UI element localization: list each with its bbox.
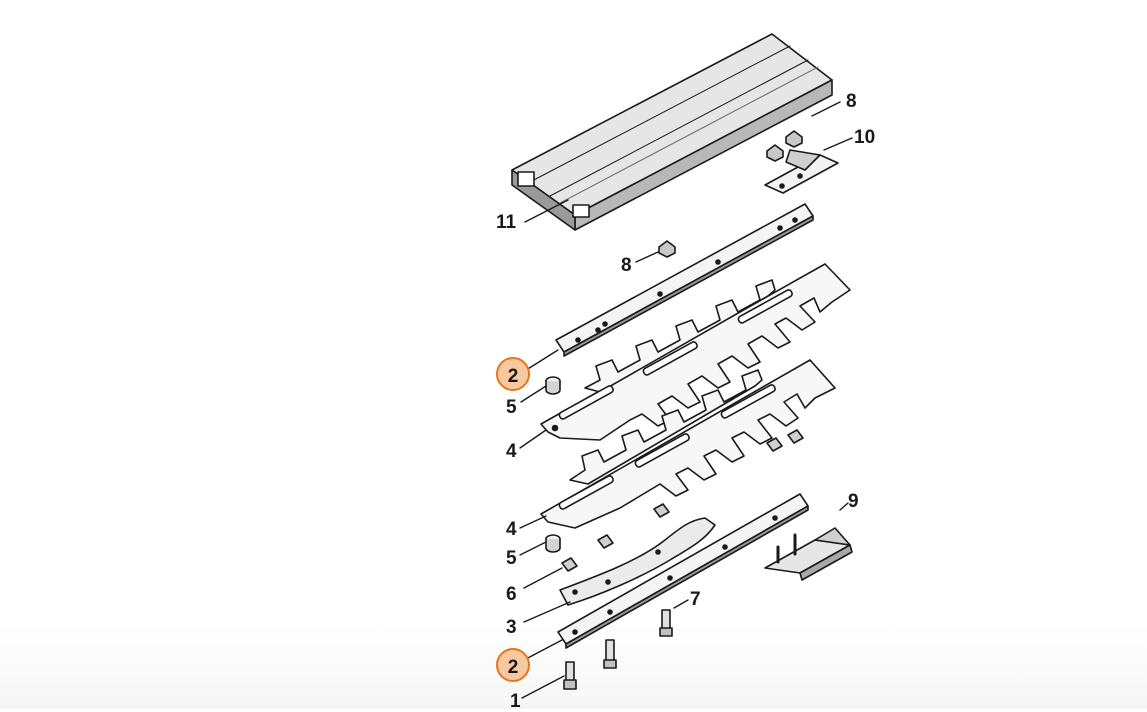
nut-part: [658, 130, 803, 258]
lower-cutting-blade-part: [540, 359, 836, 529]
part-label-4-lower: 4: [506, 519, 517, 540]
leader-lines: [519, 101, 853, 699]
part-label-5-upper: 5: [506, 397, 517, 418]
part-label-1: 1: [510, 691, 521, 712]
part-label-2-upper-highlighted[interactable]: 2: [496, 357, 530, 391]
upper-spacer-bar-part: [555, 203, 814, 357]
guide-plate-part: [559, 517, 716, 606]
blade-guard-part: [511, 33, 833, 231]
part-label-9: 9: [848, 491, 859, 512]
lower-spacer-bar-part: [557, 493, 809, 649]
stud-bracket-part: [764, 527, 853, 581]
part-label-6: 6: [506, 584, 517, 605]
part-label-10: 10: [854, 127, 876, 148]
part-label-7: 7: [690, 589, 701, 610]
bracket-part: [764, 149, 839, 194]
upper-cutting-blade-part: [540, 263, 851, 441]
part-label-8-mid: 8: [621, 255, 632, 276]
part-label-8-top: 8: [846, 91, 857, 112]
part-label-4-upper: 4: [506, 441, 517, 462]
part-label-2-lower-highlighted[interactable]: 2: [496, 648, 530, 682]
cap-part: [545, 376, 561, 553]
part-label-5-lower: 5: [506, 548, 517, 569]
part-label-3: 3: [506, 617, 517, 638]
screw-part: [563, 609, 673, 690]
part-label-11: 11: [496, 212, 517, 233]
square-nut-part: [561, 429, 804, 572]
